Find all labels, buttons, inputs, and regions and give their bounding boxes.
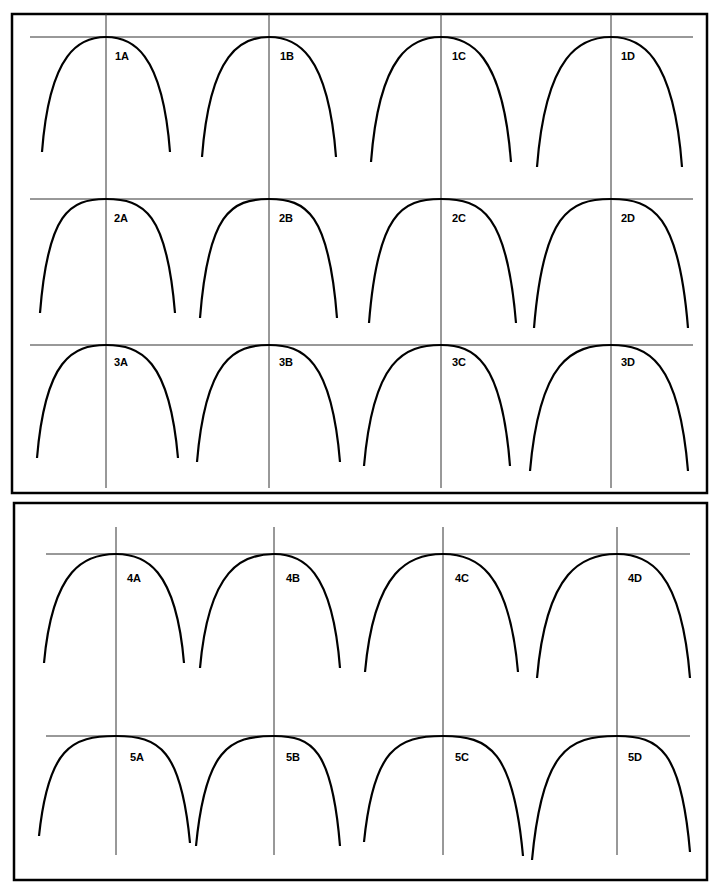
figure-label: 5B	[286, 752, 300, 763]
arch-curve	[40, 199, 175, 313]
figure-label: 3A	[114, 357, 128, 368]
figure-label: 2D	[621, 213, 635, 224]
arch-curve	[365, 554, 518, 672]
figure-label: 1D	[621, 51, 635, 62]
horizontal-guide	[46, 554, 690, 555]
figure-label: 4A	[127, 573, 141, 584]
figure-label: 3D	[621, 357, 635, 368]
arch-curve	[371, 37, 511, 162]
arch-curve	[200, 554, 340, 668]
figure-label: 5A	[130, 752, 144, 763]
figure-label: 4C	[455, 573, 469, 584]
vertical-guide	[611, 14, 612, 488]
horizontal-guide	[46, 736, 690, 737]
figure-label: 1B	[280, 51, 294, 62]
figure-label: 3B	[279, 357, 293, 368]
figure-label: 5D	[628, 752, 642, 763]
vertical-guide	[443, 527, 444, 855]
panel-frame	[14, 503, 707, 880]
arch-curve	[37, 345, 178, 458]
arch-curve	[369, 199, 516, 323]
horizontal-guide	[30, 37, 693, 38]
figure-label: 2B	[279, 213, 293, 224]
vertical-guide	[106, 14, 107, 488]
arch-curve	[39, 736, 190, 843]
arch-curve	[364, 736, 523, 856]
figure-label: 5C	[455, 752, 469, 763]
vertical-guide	[617, 527, 618, 855]
vertical-guide	[269, 14, 270, 488]
arch-curve	[532, 736, 690, 860]
arch-curve	[42, 37, 170, 152]
figure-label: 4D	[628, 573, 642, 584]
figure-label: 3C	[452, 357, 466, 368]
arch-curve	[364, 345, 510, 466]
vertical-guide	[441, 14, 442, 488]
arch-curve	[534, 199, 688, 328]
panel-frame	[12, 14, 707, 493]
arch-curve	[200, 199, 337, 318]
arch-curve	[202, 37, 336, 157]
vertical-guide	[116, 527, 117, 855]
figure-label: 4B	[286, 573, 300, 584]
arch-curve	[196, 736, 340, 846]
arch-curve	[537, 37, 682, 167]
arch-curve	[44, 554, 184, 663]
figure-label: 2A	[114, 213, 128, 224]
vertical-guide	[274, 527, 275, 855]
arch-curve	[530, 345, 688, 471]
arch-curve	[197, 345, 340, 462]
arch-curve	[537, 554, 690, 678]
figure-label: 1C	[452, 51, 466, 62]
figure-label: 1A	[115, 51, 129, 62]
figure-label: 2C	[452, 213, 466, 224]
